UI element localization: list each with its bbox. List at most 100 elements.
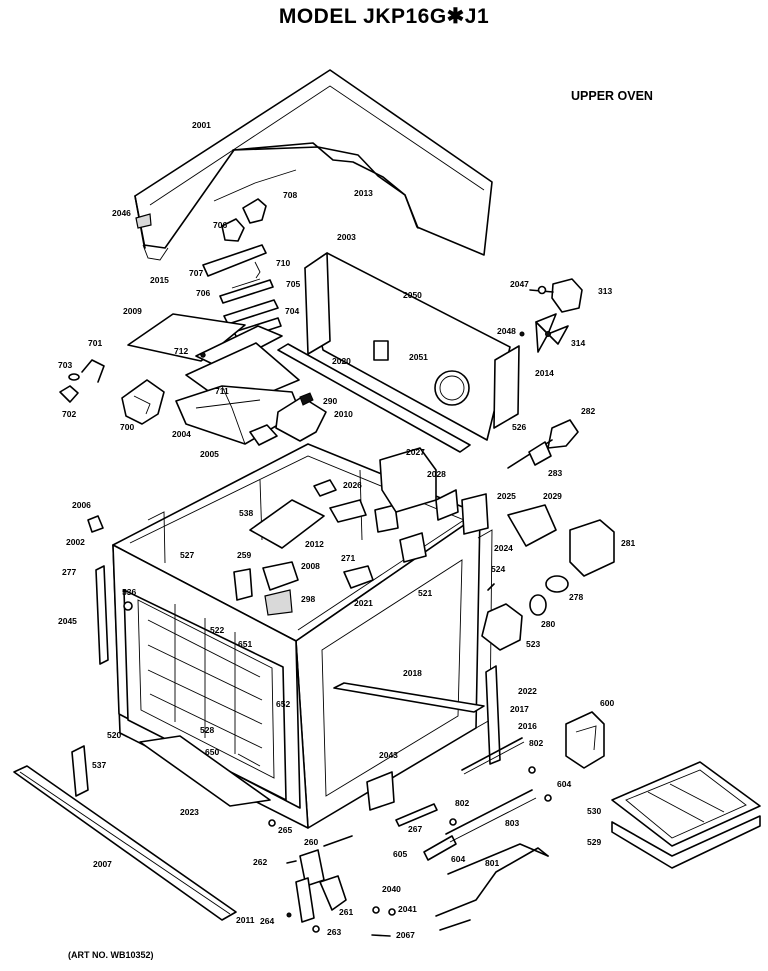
vent-duct-part (175, 325, 301, 445)
part-callout-2004: 2004 (172, 429, 191, 439)
part-callout-522: 522 (210, 625, 224, 635)
part-callout-264: 264 (260, 916, 274, 926)
part-callout-2006: 2006 (72, 500, 91, 510)
part-callout-2005: 2005 (200, 449, 219, 459)
top-cover-part (134, 69, 493, 261)
part-callout-605: 605 (393, 849, 407, 859)
latch-clip-part (87, 515, 104, 533)
part-callout-706: 706 (196, 288, 210, 298)
diagram-title: MODEL JKP16G✱J1 (278, 5, 490, 28)
lower-hardware-parts (268, 819, 353, 933)
part-callout-263: 263 (327, 927, 341, 937)
support-leg-part (71, 745, 89, 797)
front-trim-strip (13, 765, 237, 921)
interior-parts (233, 479, 427, 616)
part-callout-528: 528 (200, 725, 214, 735)
part-callout-2050: 2050 (403, 290, 422, 300)
part-callout-2017: 2017 (510, 704, 529, 714)
part-callout-2003: 2003 (337, 232, 356, 242)
part-callout-282: 282 (581, 406, 595, 416)
vent-strip-parts (202, 244, 282, 341)
part-callout-2020: 2020 (332, 356, 351, 366)
part-callout-314: 314 (571, 338, 585, 348)
art-number: (ART NO. WB10352) (68, 950, 154, 960)
part-callout-803: 803 (505, 818, 519, 828)
part-callout-2014: 2014 (535, 368, 554, 378)
part-callout-710: 710 (276, 258, 290, 268)
part-callout-701: 701 (88, 338, 102, 348)
part-callout-536: 536 (122, 587, 136, 597)
part-callout-652: 652 (276, 699, 290, 709)
insulation-pad-part (127, 313, 246, 362)
part-callout-604: 604 (557, 779, 571, 789)
bottom-trim-panel (139, 735, 271, 807)
part-callout-283: 283 (548, 468, 562, 478)
right-side-parts (461, 493, 615, 651)
hinge-bracket-part (135, 198, 267, 242)
part-callout-703: 703 (58, 360, 72, 370)
part-callout-290: 290 (323, 396, 337, 406)
part-callout-2021: 2021 (354, 598, 373, 608)
part-callout-281: 281 (621, 538, 635, 548)
part-callout-313: 313 (598, 286, 612, 296)
part-callout-2011: 2011 (236, 915, 255, 925)
part-callout-265: 265 (278, 825, 292, 835)
part-callout-650: 650 (205, 747, 219, 757)
part-callout-2002: 2002 (66, 537, 85, 547)
part-callout-2023: 2023 (180, 807, 199, 817)
part-callout-2051: 2051 (409, 352, 428, 362)
element-assembly-parts (371, 766, 552, 937)
part-callout-2048: 2048 (497, 326, 516, 336)
part-callout-708: 708 (283, 190, 297, 200)
part-callout-2026: 2026 (343, 480, 362, 490)
part-callout-700: 700 (120, 422, 134, 432)
part-callout-651: 651 (238, 639, 252, 649)
side-rail-parts (333, 665, 525, 811)
part-callout-260: 260 (304, 837, 318, 847)
part-callout-523: 523 (526, 639, 540, 649)
rear-panel-part (304, 252, 520, 441)
callout-layer: 2001201370820467062015200370771070670520… (58, 120, 635, 940)
part-callout-261: 261 (339, 907, 353, 917)
part-callout-2015: 2015 (150, 275, 169, 285)
part-callout-2043: 2043 (379, 750, 398, 760)
meat-probe-receptacle (507, 419, 579, 469)
part-callout-704: 704 (285, 306, 299, 316)
part-callout-2041: 2041 (398, 904, 417, 914)
part-callout-2040: 2040 (382, 884, 401, 894)
part-callout-2025: 2025 (497, 491, 516, 501)
part-callout-2013: 2013 (354, 188, 373, 198)
part-callout-802: 802 (455, 798, 469, 808)
part-callout-712: 712 (174, 346, 188, 356)
small-hardware-parts (59, 359, 105, 403)
part-callout-2067: 2067 (396, 930, 415, 940)
part-callout-2024: 2024 (494, 543, 513, 553)
convection-motor-part (529, 278, 583, 313)
part-callout-711: 711 (215, 386, 229, 396)
part-callout-537: 537 (92, 760, 106, 770)
part-callout-524: 524 (491, 564, 505, 574)
part-callout-526: 526 (512, 422, 526, 432)
part-callout-262: 262 (253, 857, 267, 867)
part-callout-2022: 2022 (518, 686, 537, 696)
part-callout-2045: 2045 (58, 616, 77, 626)
part-callout-2027: 2027 (406, 447, 425, 457)
section-label-upper-oven: UPPER OVEN (571, 89, 653, 103)
part-callout-2010: 2010 (334, 409, 353, 419)
part-callout-280: 280 (541, 619, 555, 629)
part-callout-267: 267 (408, 824, 422, 834)
part-callout-2009: 2009 (123, 306, 142, 316)
part-callout-529: 529 (587, 837, 601, 847)
part-callout-259: 259 (237, 550, 251, 560)
part-callout-2028: 2028 (427, 469, 446, 479)
insulation-box-parts (379, 447, 459, 521)
fan-blade-part (519, 313, 569, 353)
part-callout-2018: 2018 (403, 668, 422, 678)
part-callout-271: 271 (341, 553, 355, 563)
part-callout-802: 802 (529, 738, 543, 748)
part-callout-600: 600 (600, 698, 614, 708)
part-callout-2008: 2008 (301, 561, 320, 571)
oven-door-frame (112, 544, 301, 809)
part-callout-2046: 2046 (112, 208, 131, 218)
part-callout-521: 521 (418, 588, 432, 598)
